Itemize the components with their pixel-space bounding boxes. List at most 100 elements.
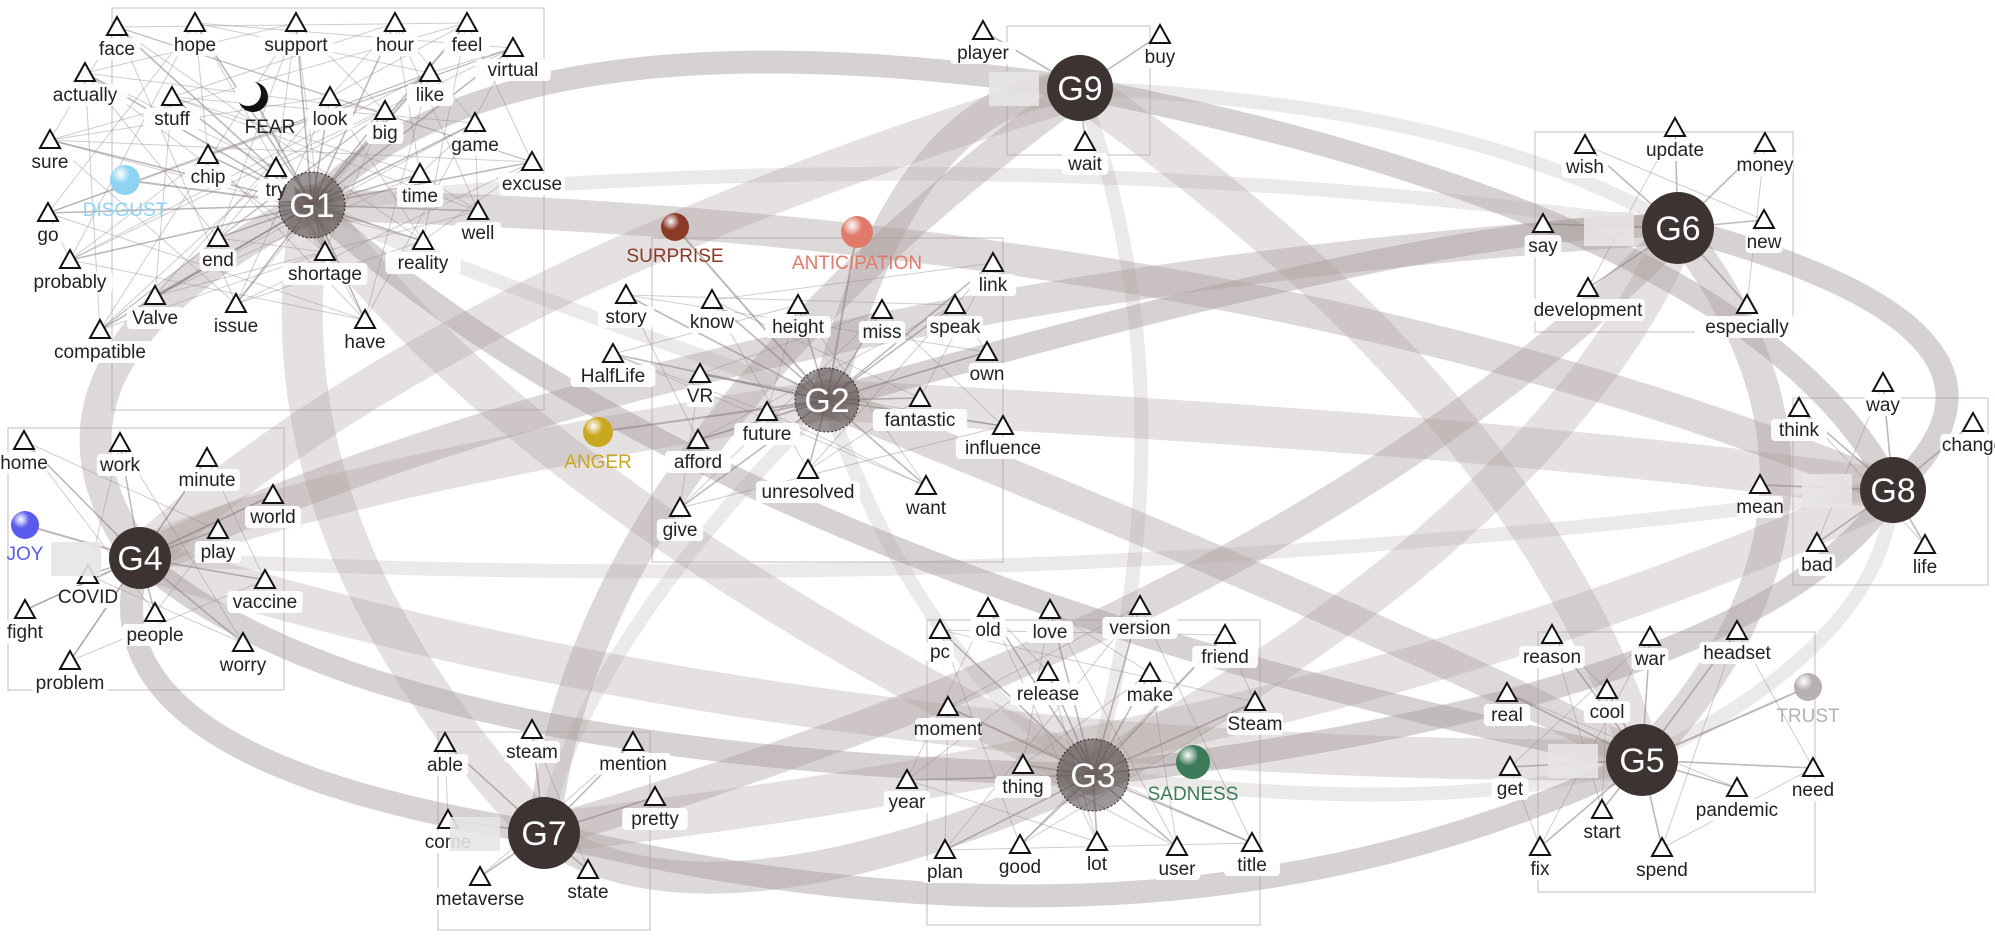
triangle-icon: [700, 287, 724, 309]
word-node-problem: problem: [32, 648, 108, 694]
word-label-bg: [208, 315, 264, 337]
word-node-say: say: [1524, 211, 1562, 257]
word-label-bg: [1010, 683, 1086, 705]
word-node-change: change: [1940, 410, 1995, 456]
group-link: [1073, 81, 1685, 235]
word-node-need: need: [1789, 755, 1837, 801]
word-edge: [1539, 636, 1651, 848]
word-edge: [679, 425, 1004, 509]
word-label-bg: [1864, 394, 1902, 416]
word-node-excuse: excuse: [499, 149, 565, 195]
word-label-bg: [245, 506, 301, 528]
word-label-bg: [1141, 46, 1179, 68]
word-label-bg: [765, 316, 831, 338]
group-label: G3: [1070, 757, 1115, 795]
triangle-icon: [520, 717, 544, 739]
word-node-like: like: [406, 60, 454, 106]
word-label: give: [663, 520, 698, 541]
word-edge: [1019, 634, 1226, 846]
triangle-icon: [614, 282, 638, 304]
word-node-hour: hour: [371, 10, 419, 56]
word-node-steam: steam: [504, 717, 560, 763]
triangle-icon: [1498, 754, 1522, 776]
word-node-pc: pc: [926, 617, 954, 663]
group-link: [119, 537, 1663, 781]
word-label: probably: [34, 272, 107, 293]
triangle-icon: [253, 567, 277, 589]
sphere-icon: [1176, 745, 1210, 779]
word-label-bg: [595, 753, 671, 775]
word-label: wish: [1565, 157, 1604, 178]
word-edge: [939, 629, 1256, 703]
triangle-icon: [224, 291, 248, 313]
word-edge: [1139, 605, 1253, 844]
triangle-icon: [206, 225, 230, 247]
word-node-money: money: [1736, 130, 1794, 176]
sphere-icon: [1794, 673, 1822, 701]
emotion-node-trust: TRUST: [1776, 673, 1840, 727]
word-label: way: [1865, 395, 1900, 416]
word-label-bg: [1798, 554, 1836, 576]
group-link: [300, 50, 1092, 217]
word-node-reason: reason: [1519, 622, 1585, 668]
emotion-label: SURPRISE: [626, 246, 723, 267]
group-link: [1059, 67, 1663, 781]
word-label-bg: [1940, 434, 1995, 456]
emotion-edge: [674, 226, 828, 401]
emotion-node-anticipation: ANTICIPATION: [792, 216, 922, 274]
triangle-icon: [981, 250, 1005, 272]
word-node-people: people: [122, 600, 188, 646]
word-label-bg: [366, 122, 404, 144]
word-label-bg: [1224, 854, 1280, 876]
word-label-bg: [570, 365, 656, 387]
word-label-bg: [1694, 799, 1780, 821]
word-node-compatible: compatible: [48, 317, 152, 363]
word-label: moment: [914, 719, 983, 740]
word-label-bg: [1642, 139, 1708, 161]
word-node-state: state: [560, 857, 616, 903]
word-label: COVID: [58, 587, 118, 608]
word-label: actually: [53, 85, 118, 106]
word-label: real: [1491, 705, 1523, 726]
word-node-title: title: [1224, 830, 1280, 876]
triangle-icon: [433, 730, 457, 752]
group-link: [1073, 81, 1149, 782]
word-edge: [69, 259, 366, 321]
word-label: work: [99, 455, 141, 476]
triangle-icon: [933, 837, 957, 859]
word-label-bg: [127, 307, 183, 329]
word-label: steam: [506, 742, 558, 763]
triangle-icon: [264, 155, 288, 177]
group-link: [806, 379, 1914, 511]
word-node-game: game: [451, 110, 499, 156]
triangle-icon: [686, 427, 710, 449]
word-node-way: way: [1864, 370, 1902, 416]
word-label: own: [970, 364, 1005, 385]
triangle-icon: [501, 35, 525, 57]
word-node-friend: friend: [1192, 622, 1258, 668]
word-label: miss: [862, 322, 901, 343]
word-node-virtual: virtual: [475, 35, 551, 81]
word-label-bg: [1574, 821, 1630, 843]
triangle-icon: [1748, 472, 1772, 494]
word-label-bg: [1745, 231, 1783, 253]
group-box-g3: [926, 619, 1261, 926]
word-label: support: [264, 35, 328, 56]
word-label-bg: [504, 741, 560, 763]
triangle-icon: [160, 84, 184, 106]
word-label-bg: [32, 672, 108, 694]
word-node-headset: headset: [1699, 618, 1775, 664]
word-label: chip: [191, 167, 226, 188]
group-label: G7: [521, 815, 566, 853]
triangle-icon: [408, 161, 432, 183]
word-node-lot: lot: [1078, 829, 1116, 875]
word-label-bg: [1524, 235, 1562, 257]
word-node-actually: actually: [42, 60, 128, 106]
group-link: [300, 193, 1654, 772]
word-node-user: user: [1153, 834, 1201, 880]
word-label: release: [1017, 684, 1079, 705]
word-label-bg: [199, 249, 237, 271]
emotion-label: JOY: [7, 544, 44, 565]
triangle-icon: [463, 110, 487, 132]
